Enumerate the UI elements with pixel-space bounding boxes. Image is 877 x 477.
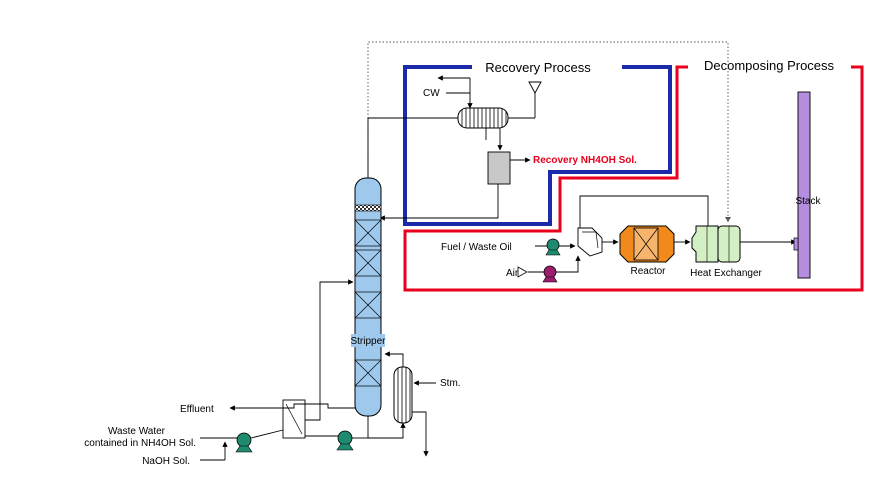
decomposing-process-boundary bbox=[403, 65, 864, 292]
stack-inlet bbox=[793, 237, 799, 251]
recovery-tank bbox=[487, 151, 511, 185]
waste-water-label-line2: contained in NH4OH Sol. bbox=[84, 438, 196, 449]
stripper-label-bg bbox=[351, 334, 385, 347]
vent-icon bbox=[528, 81, 542, 94]
stack bbox=[797, 91, 811, 279]
stripper-mist-pad bbox=[354, 204, 382, 212]
stripper-label: Stripper bbox=[350, 336, 386, 347]
feed-exchanger-diagonal bbox=[285, 403, 303, 435]
condenser bbox=[457, 107, 509, 129]
burner-inner bbox=[582, 231, 599, 249]
naoh-label: NaOH Sol. bbox=[142, 456, 190, 467]
recycle-line bbox=[579, 195, 709, 228]
reboiler-condensate-out bbox=[412, 411, 429, 457]
reboiler bbox=[393, 366, 413, 424]
vent-dotted-line bbox=[367, 41, 729, 222]
burner bbox=[577, 227, 603, 257]
fuel-label: Fuel / Waste Oil bbox=[441, 242, 512, 253]
decomposing-process-title: Decomposing Process bbox=[704, 58, 835, 73]
reactor-label: Reactor bbox=[630, 266, 666, 277]
pump-to-exchanger-line bbox=[250, 429, 284, 439]
reactor bbox=[619, 225, 675, 263]
feed-to-column-line bbox=[305, 279, 354, 421]
waste-water-label-line1: Waste Water bbox=[108, 426, 166, 437]
effluent-line bbox=[229, 403, 355, 411]
heat-exchanger bbox=[691, 225, 741, 263]
steam-label: Stm. bbox=[440, 378, 461, 389]
cw-label: CW bbox=[423, 88, 440, 99]
vent-dotted-arrow bbox=[725, 217, 731, 222]
fuel-pump-icon bbox=[545, 238, 561, 256]
reboiler-vapor-return bbox=[384, 351, 404, 367]
air-inlet-icon bbox=[517, 266, 528, 278]
air-label: Air bbox=[506, 268, 519, 279]
column-bottom-to-reboiler bbox=[367, 416, 406, 439]
effluent-label: Effluent bbox=[180, 404, 214, 415]
stripper-column bbox=[354, 177, 382, 417]
feed-pump-icon bbox=[235, 432, 253, 453]
stack-label: Stack bbox=[795, 196, 821, 207]
stripper-packing bbox=[354, 219, 382, 387]
air-blower-icon bbox=[542, 265, 558, 283]
heat-exchanger-label: Heat Exchanger bbox=[690, 268, 762, 279]
recovery-process-boundary bbox=[403, 65, 672, 226]
recovery-nh4oh-label: Recovery NH4OH Sol. bbox=[533, 155, 637, 166]
bottoms-pump-icon bbox=[336, 430, 354, 451]
reflux-line bbox=[379, 184, 499, 221]
recovery-process-title: Recovery Process bbox=[485, 60, 591, 75]
overhead-line bbox=[367, 117, 458, 178]
